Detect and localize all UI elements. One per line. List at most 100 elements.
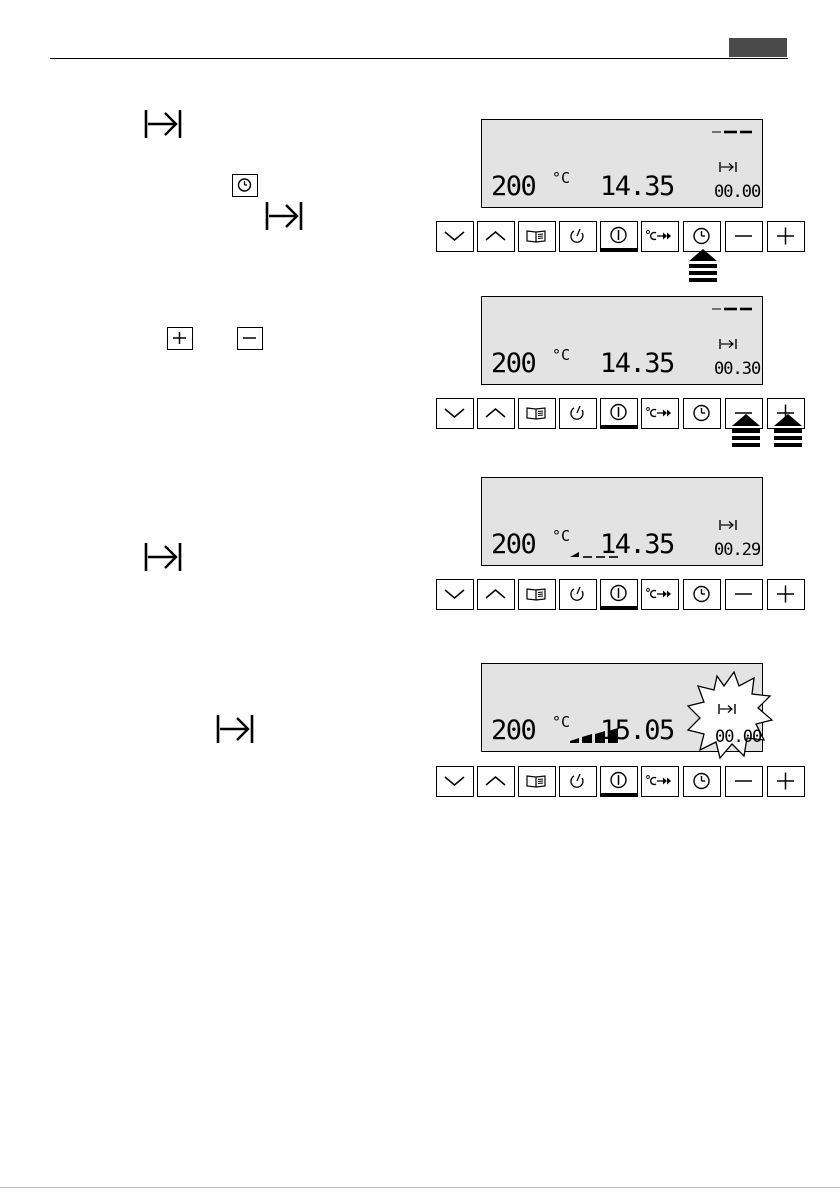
chevron-up-icon xyxy=(478,580,513,608)
fast-heat-button[interactable] xyxy=(641,398,679,429)
press-indicator-arrow xyxy=(771,412,805,450)
menu-book-button[interactable] xyxy=(518,766,556,797)
oven-function-icon xyxy=(560,767,595,795)
down-button[interactable] xyxy=(436,766,474,797)
oven-display: 200 °C 14.35 00.29 xyxy=(481,477,763,566)
press-indicator-arrow xyxy=(686,247,720,285)
chevron-down-icon xyxy=(437,222,472,250)
power-icon xyxy=(601,222,636,248)
minus-key-icon xyxy=(237,327,263,350)
clock-button[interactable] xyxy=(683,579,721,610)
clock-icon xyxy=(684,580,719,608)
timer-readout: 00.00 xyxy=(714,183,760,201)
power-button[interactable] xyxy=(600,221,638,252)
book-icon xyxy=(519,222,554,250)
plus-key-icon xyxy=(167,327,193,350)
plus-icon xyxy=(768,767,803,795)
plus-button[interactable] xyxy=(767,766,805,797)
minus-icon xyxy=(726,580,761,608)
oven-display: 200 °C 15.05 00.00 xyxy=(481,663,763,752)
chevron-down-icon xyxy=(437,399,472,427)
book-icon xyxy=(519,399,554,427)
fast-heat-icon xyxy=(642,580,677,608)
temperature-unit: °C xyxy=(552,528,570,544)
minus-button[interactable] xyxy=(725,221,763,252)
oven-function-button[interactable] xyxy=(559,579,597,610)
clock-icon xyxy=(684,767,719,795)
book-icon xyxy=(519,580,554,608)
chevron-up-icon xyxy=(478,767,513,795)
minus-button[interactable] xyxy=(725,579,763,610)
menu-book-button[interactable] xyxy=(518,398,556,429)
plus-button[interactable] xyxy=(767,221,805,252)
oven-function-icon xyxy=(560,399,595,427)
clock-readout: 14.35 xyxy=(600,172,674,202)
end-time-icon xyxy=(264,199,304,233)
end-time-icon xyxy=(143,540,183,574)
fast-heat-icon xyxy=(642,399,677,427)
oven-function-button[interactable] xyxy=(559,766,597,797)
power-button[interactable] xyxy=(600,579,638,610)
clock-icon xyxy=(684,222,719,250)
power-icon xyxy=(601,399,636,425)
up-button[interactable] xyxy=(477,579,515,610)
temperature-unit: °C xyxy=(552,347,570,363)
fast-heat-icon xyxy=(642,222,677,250)
oven-function-button[interactable] xyxy=(559,398,597,429)
plus-button[interactable] xyxy=(767,579,805,610)
clock-readout: 15.05 xyxy=(600,716,674,746)
down-button[interactable] xyxy=(436,221,474,252)
display-dashes xyxy=(712,306,752,312)
menu-book-button[interactable] xyxy=(518,221,556,252)
clock-button[interactable] xyxy=(683,398,721,429)
fast-heat-button[interactable] xyxy=(641,766,679,797)
up-button[interactable] xyxy=(477,766,515,797)
control-panel xyxy=(436,221,806,253)
page-bottom-rule xyxy=(0,1187,840,1188)
menu-book-button[interactable] xyxy=(518,579,556,610)
book-icon xyxy=(519,767,554,795)
plus-icon xyxy=(768,222,803,250)
header-rule xyxy=(50,58,788,59)
temperature-readout: 200 xyxy=(491,716,535,746)
oven-function-button[interactable] xyxy=(559,221,597,252)
header-tab xyxy=(729,38,787,57)
up-button[interactable] xyxy=(477,398,515,429)
end-time-indicator-icon xyxy=(718,518,740,532)
control-panel xyxy=(436,766,806,798)
clock-key-icon xyxy=(232,174,258,197)
chevron-up-icon xyxy=(478,399,513,427)
temperature-readout: 200 xyxy=(491,172,535,202)
oven-function-icon xyxy=(560,222,595,250)
end-time-indicator-icon xyxy=(717,702,739,716)
temperature-readout: 200 xyxy=(491,530,535,560)
oven-function-icon xyxy=(560,580,595,608)
power-button[interactable] xyxy=(600,398,638,429)
power-button[interactable] xyxy=(600,766,638,797)
clock-button[interactable] xyxy=(683,766,721,797)
fast-heat-button[interactable] xyxy=(641,221,679,252)
chevron-down-icon xyxy=(437,767,472,795)
down-button[interactable] xyxy=(436,398,474,429)
plus-icon xyxy=(768,580,803,608)
clock-readout: 14.35 xyxy=(600,349,674,379)
up-button[interactable] xyxy=(477,221,515,252)
end-time-icon xyxy=(143,107,183,141)
display-dashes xyxy=(712,129,752,135)
end-time-icon xyxy=(215,712,255,746)
temperature-unit: °C xyxy=(552,714,570,730)
control-panel xyxy=(436,579,806,611)
timer-readout: 00.29 xyxy=(714,541,760,559)
down-button[interactable] xyxy=(436,579,474,610)
timer-readout: 00.30 xyxy=(714,360,760,378)
clock-icon xyxy=(684,399,719,427)
end-time-indicator-icon xyxy=(718,337,740,351)
press-indicator-arrow xyxy=(729,412,763,450)
chevron-down-icon xyxy=(437,580,472,608)
oven-display: 200 °C 14.35 00.30 xyxy=(481,296,763,385)
minus-button[interactable] xyxy=(725,766,763,797)
clock-readout: 14.35 xyxy=(600,530,674,560)
temperature-unit: °C xyxy=(552,170,570,186)
fast-heat-button[interactable] xyxy=(641,579,679,610)
chevron-up-icon xyxy=(478,222,513,250)
